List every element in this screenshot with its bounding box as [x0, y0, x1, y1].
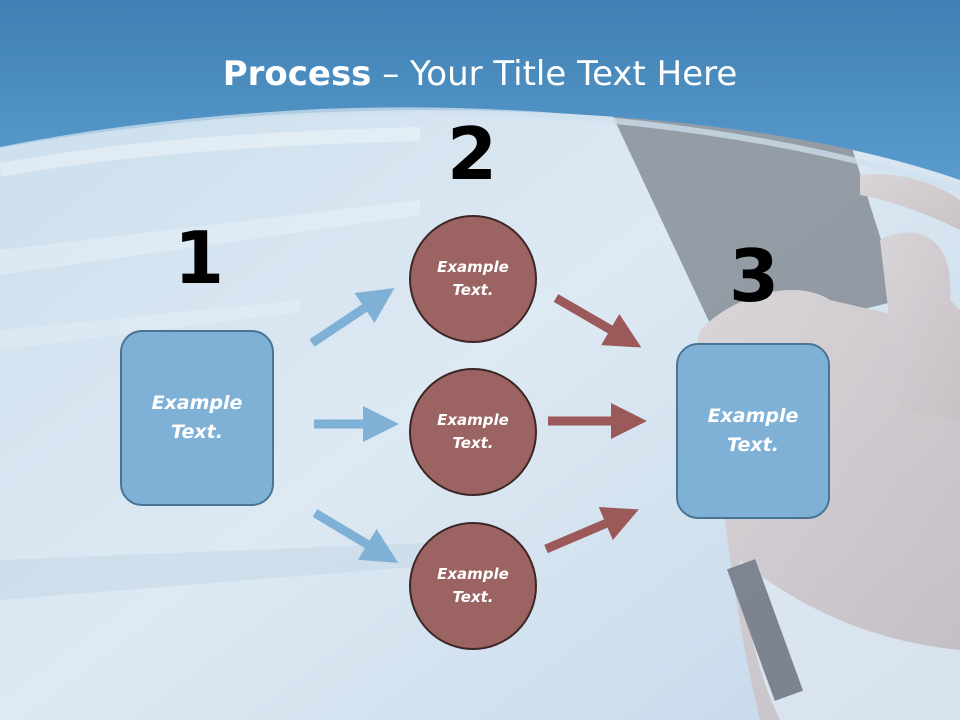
circle-middle-text: Example Text. — [437, 411, 509, 452]
start-box: Example Text. — [120, 330, 274, 506]
step-number-3: 3 — [728, 234, 780, 318]
arrow-from-top-circle — [553, 294, 642, 348]
circle-bottom-text: Example Text. — [437, 565, 509, 606]
circle-middle: Example Text. — [409, 368, 537, 496]
step-number-1: 1 — [173, 216, 225, 300]
title-rest-part: – Your Title Text Here — [371, 54, 738, 94]
step-number-2: 2 — [446, 112, 498, 196]
arrow-to-bottom-circle — [312, 509, 399, 563]
circle-bottom: Example Text. — [409, 522, 537, 650]
slide-title: Process – Your Title Text Here — [0, 52, 960, 96]
circle-top: Example Text. — [409, 215, 537, 343]
arrow-to-top-circle — [309, 288, 395, 347]
arrow-from-bottom-circle — [544, 506, 639, 554]
end-box: Example Text. — [676, 343, 830, 519]
end-box-text: Example Text. — [707, 405, 799, 456]
circle-top-text: Example Text. — [437, 258, 509, 299]
start-box-text: Example Text. — [151, 392, 243, 443]
title-bold-part: Process — [222, 54, 372, 94]
